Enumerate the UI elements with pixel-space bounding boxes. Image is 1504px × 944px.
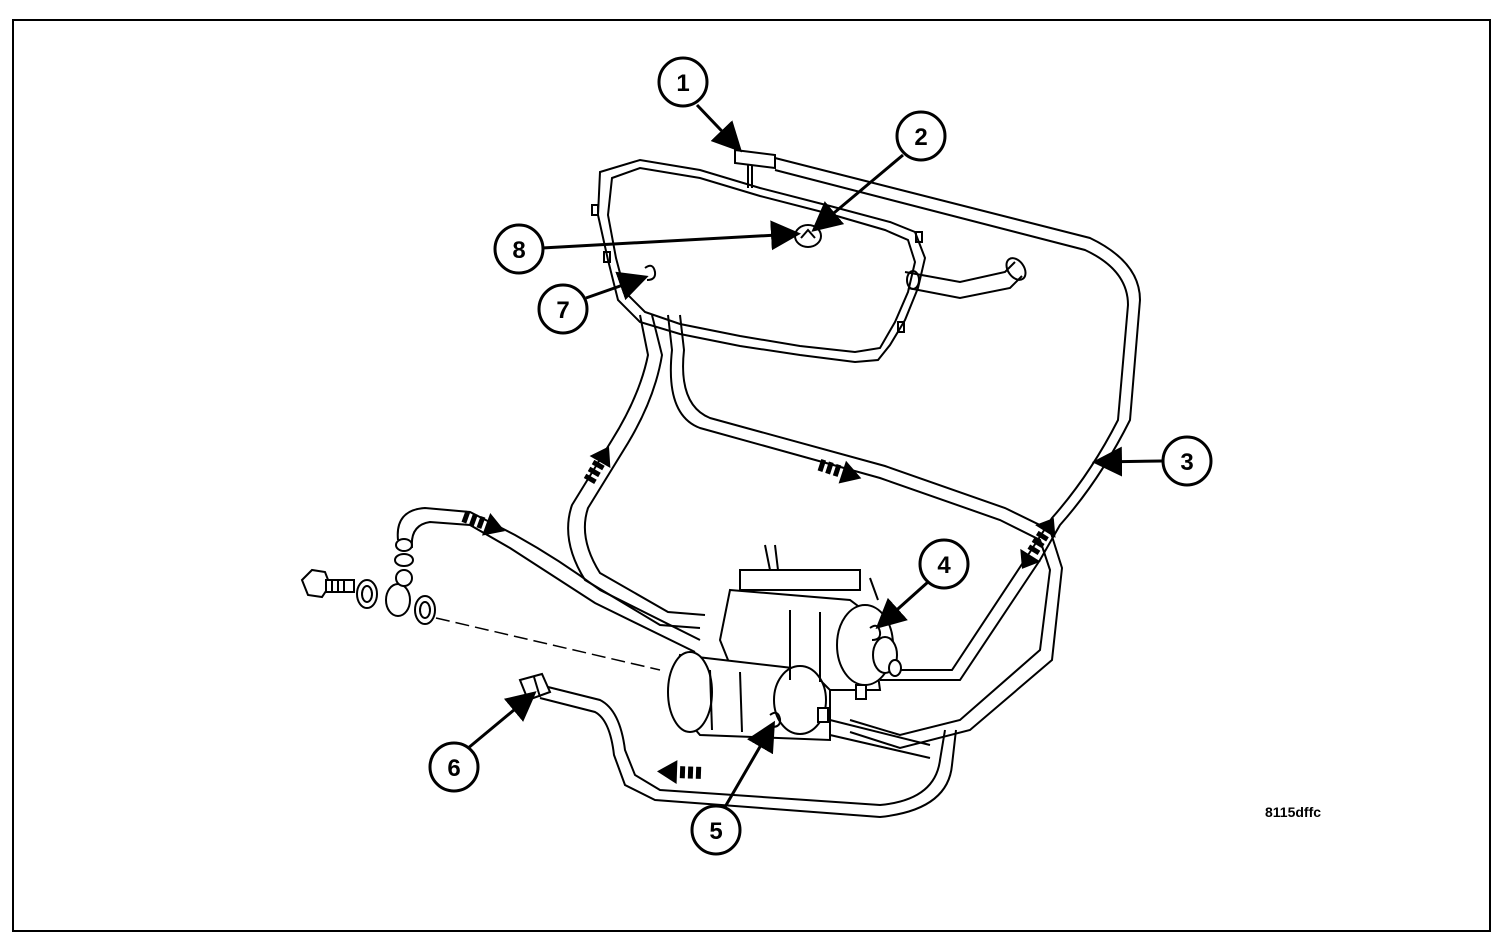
callout-5: 5: [690, 804, 742, 856]
svg-text:2: 2: [914, 124, 927, 151]
svg-text:1: 1: [676, 70, 689, 97]
filler-neck: [904, 257, 1027, 300]
vapor-line: [774, 157, 1142, 681]
svg-text:8: 8: [512, 237, 525, 264]
banjo-fitting-assembly: [300, 553, 661, 671]
leader-6: [466, 691, 537, 751]
leader-lines: [466, 103, 1163, 808]
svg-text:4: 4: [937, 552, 951, 579]
callout-2: 2: [895, 110, 947, 162]
leader-1: [695, 103, 743, 153]
callout-1: 1: [657, 56, 709, 108]
leader-8: [541, 220, 801, 251]
fuel-tank: [591, 158, 927, 364]
figure-code: 8115dffc: [1265, 804, 1321, 820]
callout-8: 8: [493, 223, 545, 275]
callout-3: 3: [1161, 435, 1213, 487]
leader-4: [875, 580, 930, 630]
diagram-border: [12, 19, 1491, 932]
fuel-filter-assembly: [667, 544, 902, 742]
leader-2: [811, 153, 904, 232]
leader-3: [1092, 446, 1163, 477]
rollover-valve: [734, 148, 776, 188]
engine-hose: [395, 506, 701, 653]
leader-7: [585, 271, 649, 301]
callout-7: 7: [537, 283, 589, 335]
regulator-symbol-7: [644, 264, 657, 281]
quick-connect-fitting: [518, 672, 552, 702]
svg-text:5: 5: [709, 818, 722, 845]
filter-outlet-line: [539, 684, 957, 819]
flow-arrows: [461, 446, 1056, 785]
svg-text:7: 7: [556, 297, 569, 324]
leader-5: [723, 720, 776, 808]
fuel-supply-lines: [567, 314, 1064, 750]
svg-text:3: 3: [1180, 449, 1193, 476]
callout-6: 6: [428, 741, 480, 793]
callout-4: 4: [918, 538, 970, 590]
svg-text:6: 6: [447, 755, 460, 782]
